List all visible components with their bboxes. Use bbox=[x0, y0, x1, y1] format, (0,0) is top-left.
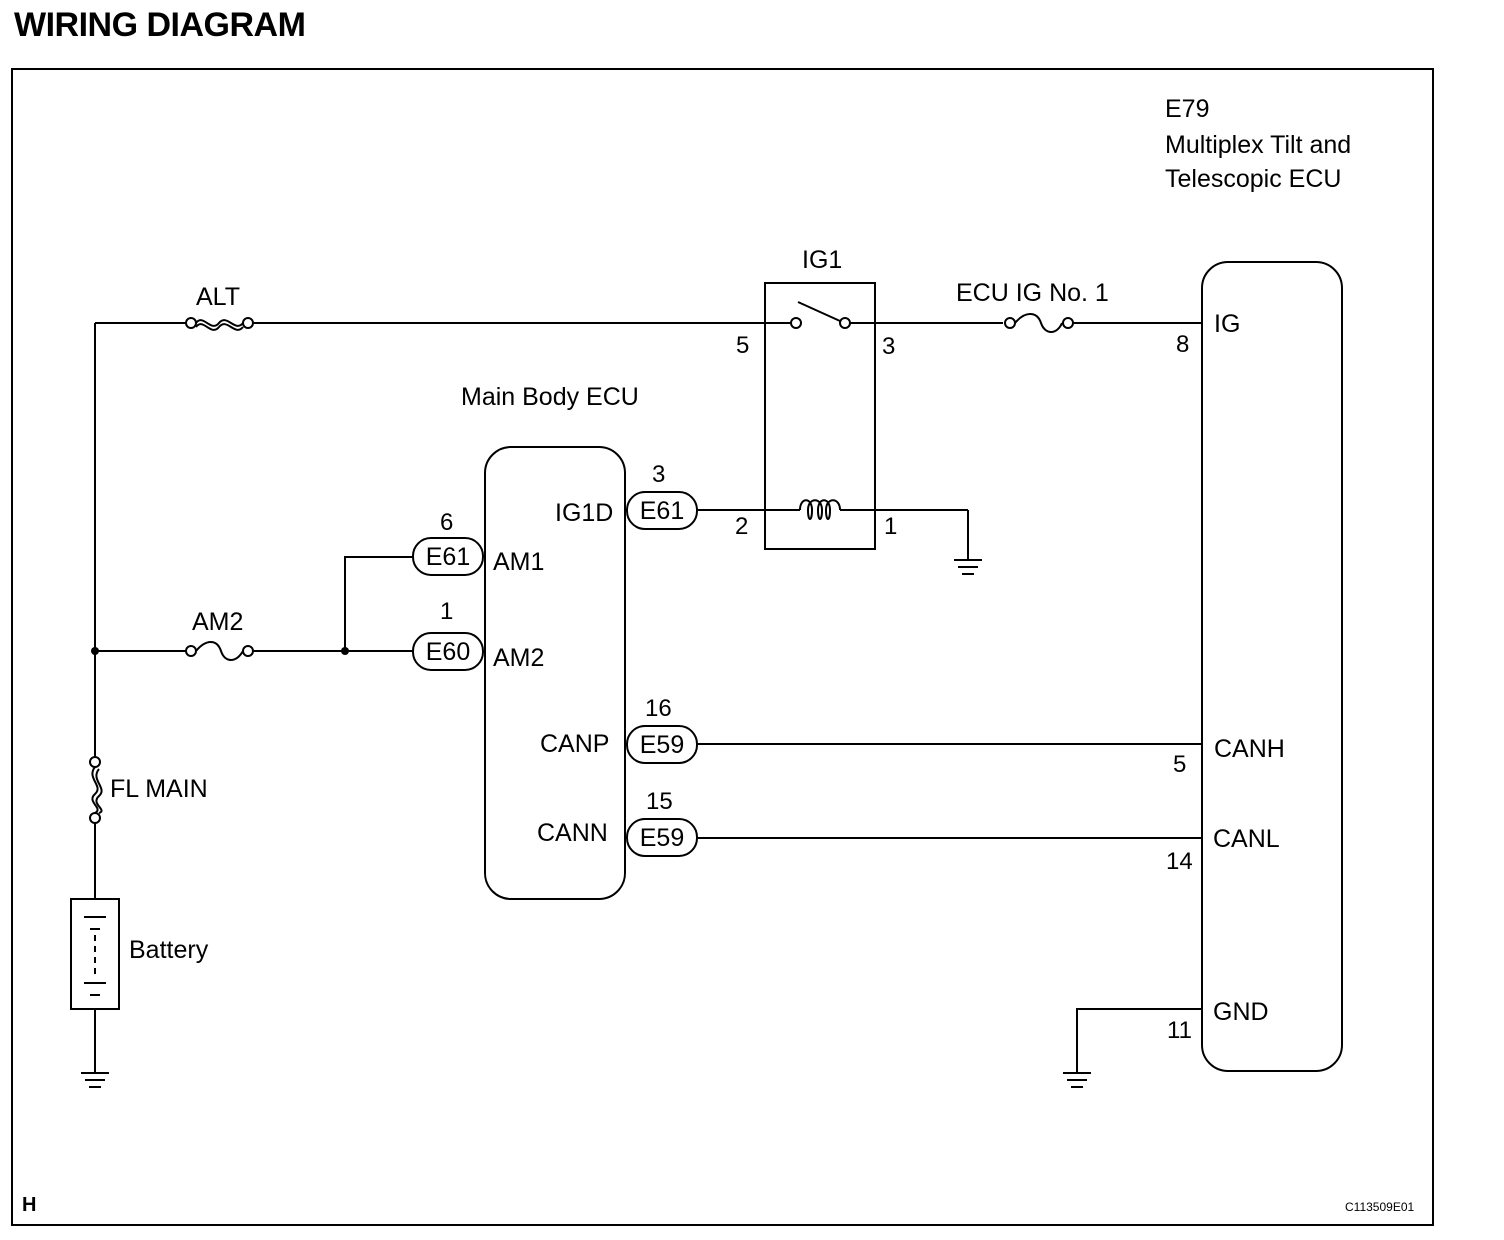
connector-ig1d-code: E61 bbox=[640, 497, 684, 525]
am2-fuse bbox=[185, 641, 254, 661]
mb-pin-am1: AM1 bbox=[493, 548, 544, 576]
alt-fuse-label: ALT bbox=[196, 283, 240, 311]
wire-am1-branch bbox=[344, 556, 413, 651]
relay-pin-1: 1 bbox=[884, 513, 897, 540]
connector-canp-code: E59 bbox=[640, 731, 684, 759]
relay-pin-5: 5 bbox=[736, 332, 749, 359]
connector-ig1d-pin: 3 bbox=[652, 461, 665, 488]
connector-am1-code: E61 bbox=[426, 543, 470, 571]
mb-pin-am2: AM2 bbox=[493, 644, 544, 672]
relay-pin-3: 3 bbox=[882, 333, 895, 360]
e79-name-line2: Telescopic ECU bbox=[1165, 165, 1341, 193]
connector-am1 bbox=[412, 537, 484, 576]
ig1-relay-label: IG1 bbox=[802, 246, 842, 274]
e79-code: E79 bbox=[1165, 95, 1209, 123]
e79-name-line1: Multiplex Tilt and bbox=[1165, 131, 1351, 159]
mb-pin-cann: CANN bbox=[537, 819, 608, 847]
e79-pin-ig-no: 8 bbox=[1176, 331, 1189, 358]
figure-id: C113509E01 bbox=[1345, 1200, 1414, 1214]
connector-am2 bbox=[412, 632, 484, 671]
e79-pin-canh-no: 5 bbox=[1173, 751, 1186, 778]
fl-main-fuse bbox=[89, 756, 103, 824]
connector-am2-code: E60 bbox=[426, 638, 470, 666]
connector-am2-pin: 1 bbox=[440, 598, 453, 625]
main-body-ecu-box bbox=[484, 446, 626, 900]
ecu-ig-fuse bbox=[1004, 313, 1074, 333]
wire-e79-ground bbox=[1076, 1008, 1202, 1073]
e79-ground-icon bbox=[1063, 1072, 1091, 1088]
connector-cann-pin: 15 bbox=[646, 788, 673, 815]
ecu-ig-fuse-label: ECU IG No. 1 bbox=[956, 279, 1109, 307]
connector-am1-pin: 6 bbox=[440, 509, 453, 536]
e79-pin-gnd: GND bbox=[1213, 998, 1269, 1026]
mb-pin-canp: CANP bbox=[540, 730, 609, 758]
corner-mark: H bbox=[22, 1194, 36, 1216]
relay-coil-icon bbox=[799, 499, 841, 520]
relay-ground-icon bbox=[954, 559, 982, 575]
diagram-frame bbox=[11, 68, 1434, 1226]
e79-pin-ig: IG bbox=[1214, 310, 1240, 338]
e79-pin-gnd-no: 11 bbox=[1167, 1017, 1192, 1044]
am2-fuse-label: AM2 bbox=[192, 608, 243, 636]
ig1-relay-box bbox=[764, 282, 876, 550]
relay-pin-2: 2 bbox=[735, 513, 748, 540]
e79-pin-canl: CANL bbox=[1213, 825, 1280, 853]
connector-cann-code: E59 bbox=[640, 824, 684, 852]
connector-canp-pin: 16 bbox=[645, 695, 672, 722]
battery-symbol bbox=[70, 898, 120, 1010]
e79-pin-canl-no: 14 bbox=[1166, 848, 1193, 875]
diagram-heading: WIRING DIAGRAM bbox=[14, 6, 306, 44]
fl-main-label: FL MAIN bbox=[110, 775, 208, 803]
mb-pin-ig1d: IG1D bbox=[555, 499, 613, 527]
battery-ground-icon bbox=[81, 1072, 109, 1088]
e79-pin-canh: CANH bbox=[1214, 735, 1285, 763]
e79-ecu-box bbox=[1201, 261, 1343, 1072]
alt-fuse bbox=[185, 317, 254, 331]
main-body-ecu-label: Main Body ECU bbox=[461, 383, 639, 411]
relay-switch-contact bbox=[790, 301, 851, 329]
battery-label: Battery bbox=[129, 936, 209, 964]
